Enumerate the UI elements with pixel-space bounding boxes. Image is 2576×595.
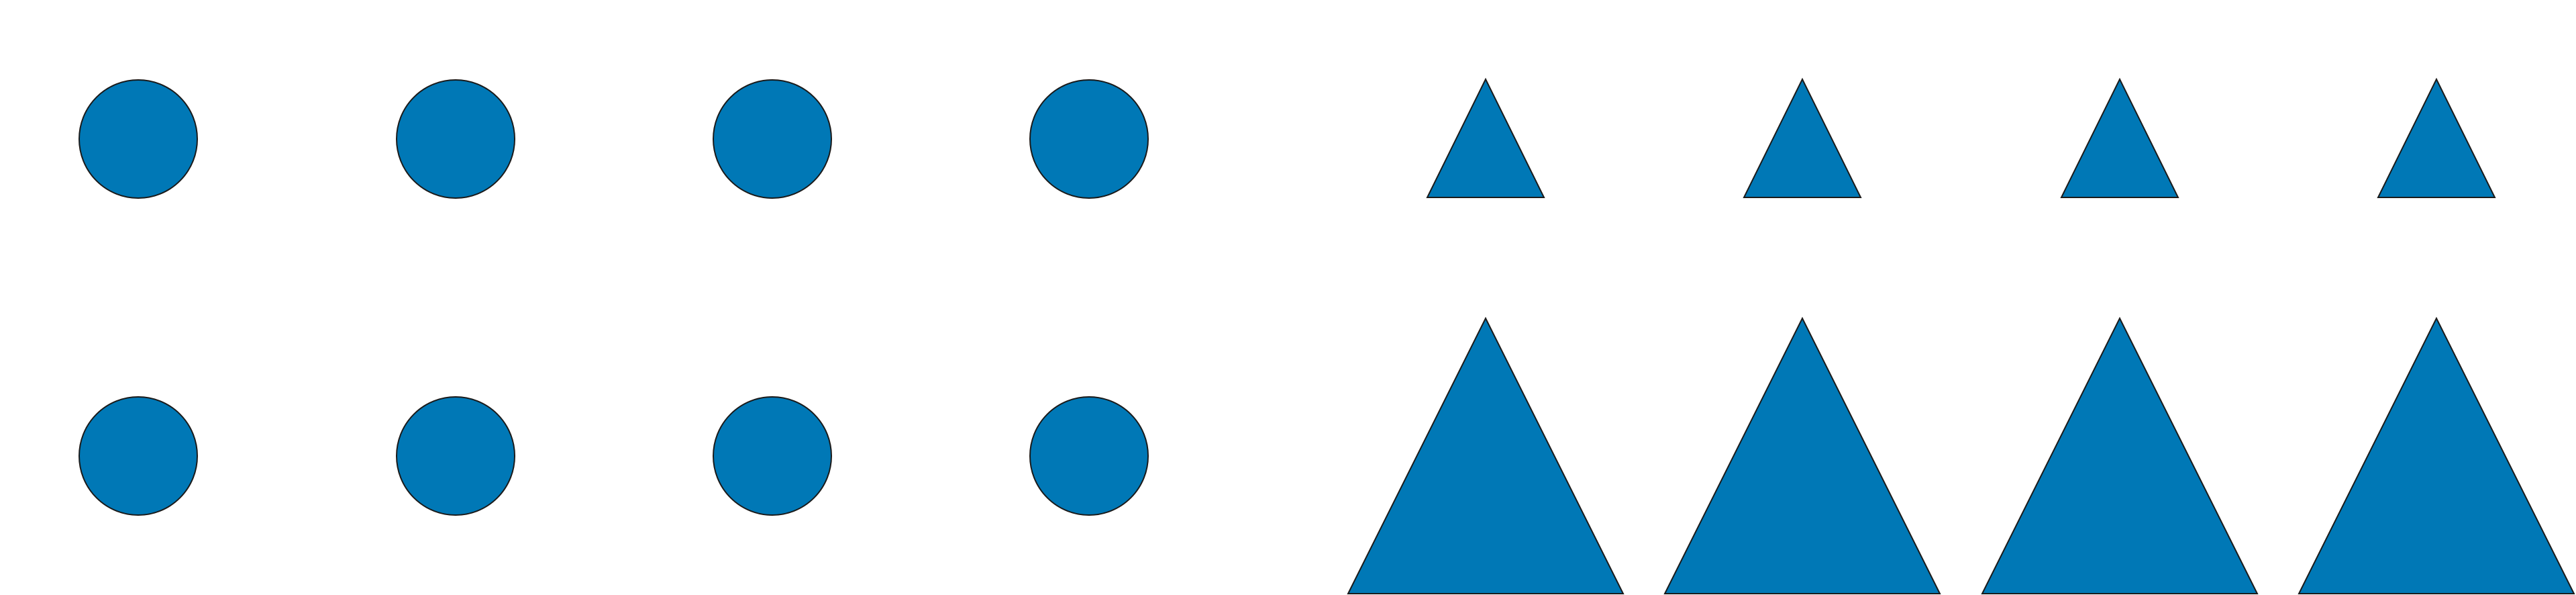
triangle-icon [2298, 316, 2575, 594]
circle-icon [1029, 79, 1149, 199]
triangle-icon [1981, 316, 2259, 594]
circle-icon [396, 79, 515, 199]
triangle-icon [2377, 77, 2496, 198]
circle-icon [713, 396, 832, 516]
circle-icon [79, 79, 198, 199]
circle-icon [79, 396, 198, 516]
triangle-icon [1743, 77, 1862, 198]
circle-icon [396, 396, 515, 516]
triangle-icon [1663, 316, 1941, 594]
triangle-icon [2060, 77, 2179, 198]
circle-icon [1029, 396, 1149, 516]
triangle-icon [1347, 316, 1625, 594]
circle-icon [713, 79, 832, 199]
triangle-icon [1426, 77, 1545, 198]
